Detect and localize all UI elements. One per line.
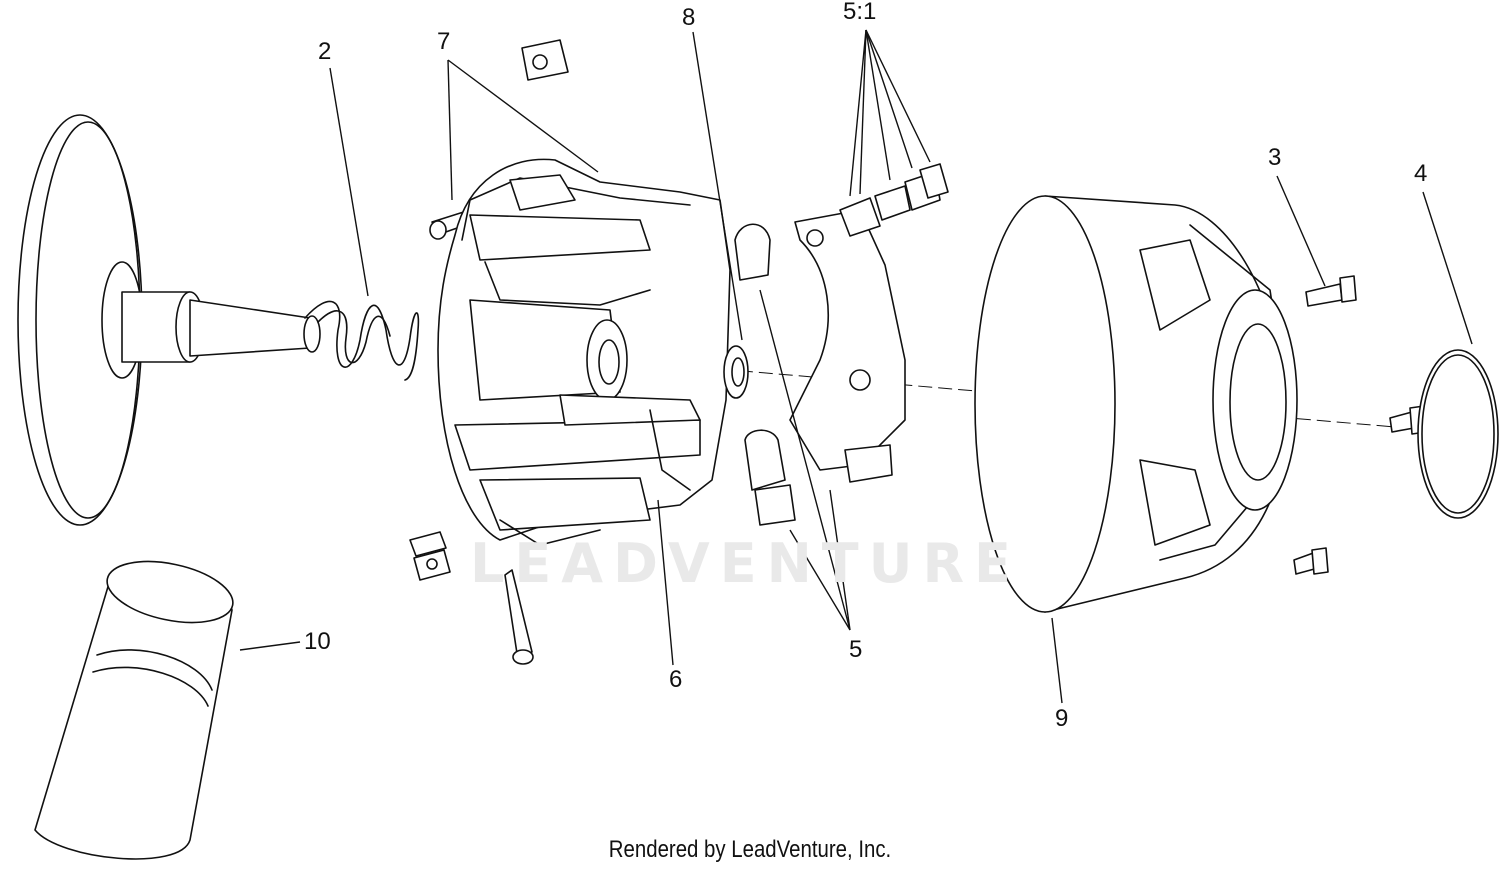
spring[interactable]	[304, 300, 420, 381]
part-5-roller-arms[interactable]	[734, 209, 906, 526]
callout-2: 2	[318, 38, 332, 65]
callout-5: 5	[849, 636, 863, 663]
callout-3: 3	[1268, 144, 1282, 171]
callout-9: 9	[1055, 705, 1069, 732]
callout-10: 10	[304, 628, 331, 655]
watermark: LEADVENTURE	[470, 532, 1021, 595]
footer-credit: Rendered by LeadVenture, Inc.	[608, 836, 892, 863]
part-5-1-rollers[interactable]	[839, 163, 949, 237]
clips[interactable]	[409, 39, 569, 581]
part-9-cover[interactable]	[974, 195, 1298, 613]
callout-5-1: 5:1	[843, 0, 877, 25]
part-2-sheave-assembly[interactable]	[17, 114, 321, 526]
leader-lines	[239, 29, 1473, 704]
callout-8: 8	[682, 4, 696, 31]
callout-6: 6	[669, 666, 683, 693]
callout-4: 4	[1414, 160, 1428, 187]
part-8-bushing[interactable]	[723, 345, 749, 399]
callout-7: 7	[437, 28, 451, 55]
part-10-compound-can[interactable]	[34, 551, 238, 860]
part-3-bolts[interactable]	[1293, 275, 1427, 575]
part-6-housing[interactable]	[437, 158, 731, 546]
part-4-o-ring[interactable]	[1417, 349, 1499, 519]
